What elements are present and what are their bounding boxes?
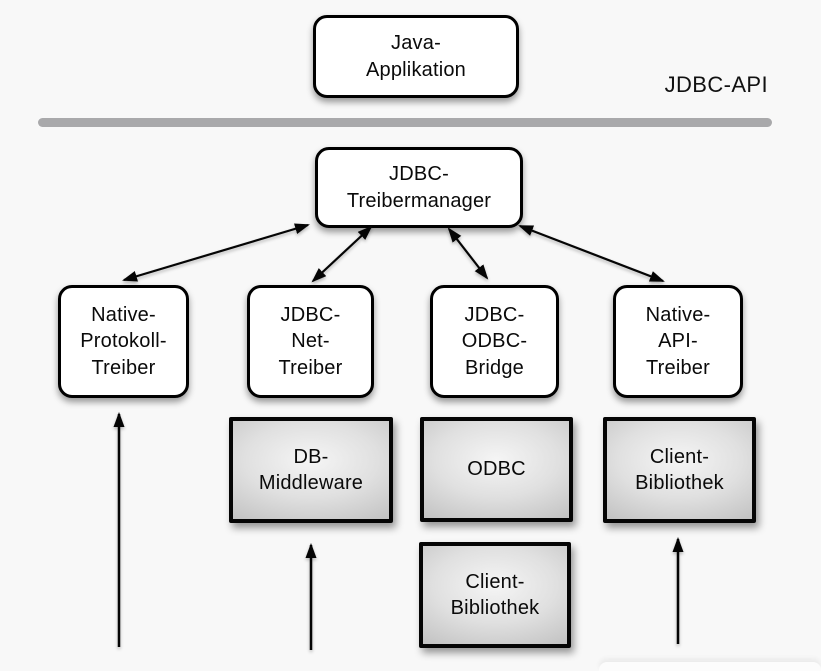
node-client-bibliothek-right: Client- Bibliothek: [603, 417, 756, 523]
node-jdbc-net-treiber: JDBC- Net- Treiber: [247, 285, 374, 398]
jdbc-api-divider-line: [38, 118, 772, 127]
node-native-protokoll-treiber: Native- Protokoll- Treiber: [58, 285, 189, 398]
node-jdbc-odbc-bridge-label: JDBC- ODBC- Bridge: [461, 303, 528, 379]
node-db-middleware: DB- Middleware: [229, 417, 393, 523]
jdbc-api-label: JDBC-API: [664, 72, 768, 97]
node-jdbc-treibermanager-label: JDBC- Treibermanager: [346, 163, 492, 212]
node-client-bibliothek-bottom: Client- Bibliothek: [419, 542, 571, 648]
arrow-manager-jdbc-net: [311, 225, 373, 283]
arrow-manager-native-api: [518, 224, 665, 283]
node-odbc: ODBC: [420, 417, 573, 522]
cutoff-box-edge: [599, 662, 821, 671]
node-native-api-treiber: Native- API- Treiber: [613, 285, 743, 398]
node-java-applikation: Java- Applikation: [313, 15, 519, 98]
node-odbc-label: ODBC: [467, 458, 526, 481]
node-db-middleware-label: DB- Middleware: [258, 445, 364, 494]
arrow-manager-native-protokoll: [122, 223, 310, 282]
node-native-api-treiber-label: Native- API- Treiber: [645, 303, 711, 379]
node-jdbc-net-treiber-label: JDBC- Net- Treiber: [278, 303, 343, 379]
node-java-applikation-label: Java- Applikation: [365, 32, 467, 81]
node-client-bibliothek-right-label: Client- Bibliothek: [635, 445, 724, 494]
node-client-bibliothek-bottom-label: Client- Bibliothek: [450, 570, 540, 619]
node-jdbc-odbc-bridge: JDBC- ODBC- Bridge: [430, 285, 559, 398]
node-jdbc-treibermanager: JDBC- Treibermanager: [315, 147, 523, 228]
node-native-protokoll-treiber-label: Native- Protokoll- Treiber: [80, 303, 167, 379]
arrow-manager-jdbc-odbc: [447, 227, 489, 280]
